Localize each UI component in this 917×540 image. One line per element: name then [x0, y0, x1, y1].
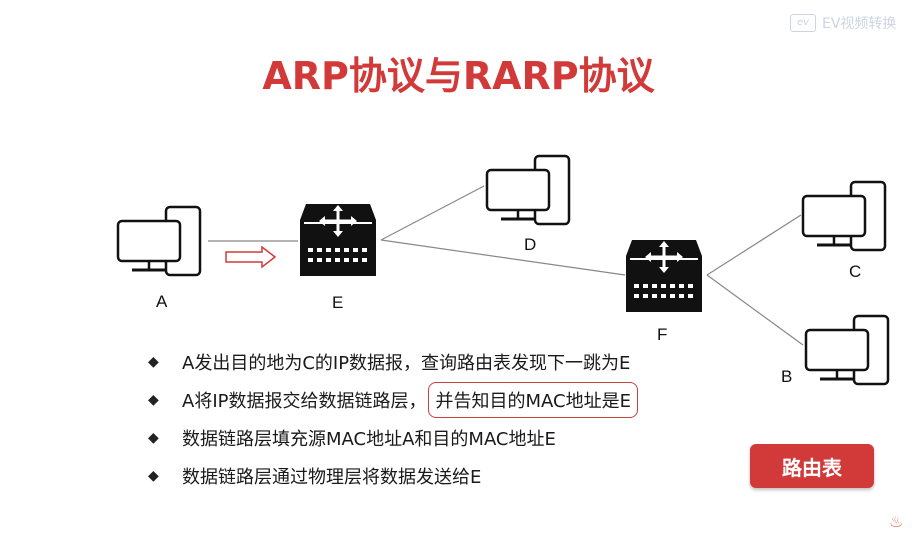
- node-label-b: B: [781, 367, 793, 386]
- link-f-b: [706, 274, 804, 346]
- bullet-text: A将IP数据报交给数据链路层，: [182, 391, 427, 412]
- diamond-bullet-icon: ◆: [148, 354, 159, 370]
- node-label-f: F: [657, 325, 668, 344]
- diamond-bullet-icon: ◆: [148, 430, 159, 446]
- arrow-right-icon: [225, 245, 277, 269]
- node-label-d: D: [524, 235, 537, 254]
- bullet-text: 数据链路层通过物理层将数据发送给E: [182, 467, 482, 488]
- node-label-c: C: [849, 262, 862, 281]
- node-label-e: E: [332, 293, 344, 312]
- diamond-bullet-icon: ◆: [148, 392, 159, 408]
- link-e-d: [380, 185, 485, 241]
- diamond-bullet-icon: ◆: [148, 468, 159, 484]
- bullet-text: 数据链路层填充源MAC地址A和目的MAC地址E: [182, 429, 556, 450]
- computer-icon-d: [485, 154, 571, 226]
- link-e-f: [380, 239, 626, 276]
- routing-table-button[interactable]: 路由表: [750, 444, 874, 488]
- watermark: ev EV视频转换: [790, 8, 917, 38]
- bullet-text: A发出目的地为C的IP数据报，查询路由表发现下一跳为E: [182, 353, 631, 374]
- slide-title: ARP协议与RARP协议: [262, 54, 655, 98]
- bullet-item: ◆ 数据链路层填充源MAC地址A和目的MAC地址E: [148, 419, 638, 457]
- ev-logo-icon: ev: [790, 14, 816, 32]
- node-label-a: A: [156, 292, 168, 311]
- bullet-item: ◆ 数据链路层通过物理层将数据发送给E: [148, 457, 638, 495]
- computer-icon-c: [801, 180, 887, 252]
- computer-icon-a: [116, 205, 202, 277]
- computer-icon-b: [804, 314, 890, 386]
- flame-logo-icon: ♨: [889, 512, 904, 531]
- router-icon-e: [298, 202, 378, 278]
- bullet-list: ◆ A发出目的地为C的IP数据报，查询路由表发现下一跳为E ◆ A将IP数据报交…: [148, 343, 638, 495]
- highlight-box: 并告知目的MAC地址是E: [428, 382, 638, 418]
- bullet-item: ◆ A发出目的地为C的IP数据报，查询路由表发现下一跳为E: [148, 343, 638, 381]
- link-f-c: [706, 214, 802, 276]
- watermark-text: EV视频转换: [822, 16, 897, 32]
- bullet-item: ◆ A将IP数据报交给数据链路层， 并告知目的MAC地址是E: [148, 381, 638, 419]
- router-icon-f: [624, 238, 704, 314]
